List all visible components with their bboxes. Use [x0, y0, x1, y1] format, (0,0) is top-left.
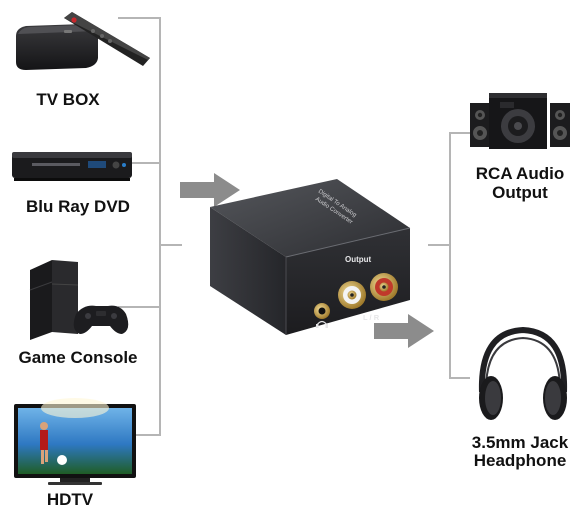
output-label-headphone-line1: 3.5mm Jack	[471, 433, 569, 452]
tv-box-icon	[16, 12, 150, 70]
output-label-rca-line2: Output	[492, 183, 548, 202]
output-label-headphone-line2: Headphone	[473, 451, 567, 470]
rca-left-port-icon	[338, 281, 366, 309]
rca-right-port-icon	[370, 273, 398, 301]
hdtv-icon	[14, 398, 136, 485]
audio-converter-device: Digital To Analog Audio Converter Output	[210, 179, 411, 335]
game-console-icon	[29, 260, 129, 340]
source-label-bluray: Blu Ray DVD	[26, 197, 130, 216]
headphone-icon	[478, 326, 568, 420]
converter-output-label: Output	[345, 255, 372, 264]
left-connector-lines	[118, 17, 182, 436]
converter-channel-label: L / R	[363, 313, 380, 322]
source-label-hdtv: HDTV	[46, 490, 94, 509]
headphone-jack-port-icon	[314, 303, 330, 328]
bluray-player-icon	[12, 152, 132, 181]
input-arrow	[180, 173, 240, 207]
right-connector-lines	[428, 132, 470, 379]
output-arrow	[374, 314, 434, 348]
source-label-game-console: Game Console	[18, 348, 138, 367]
output-label-rca-line1: RCA Audio	[475, 164, 565, 183]
source-label-tv-box: TV BOX	[36, 90, 100, 109]
speaker-system-icon	[470, 93, 570, 149]
